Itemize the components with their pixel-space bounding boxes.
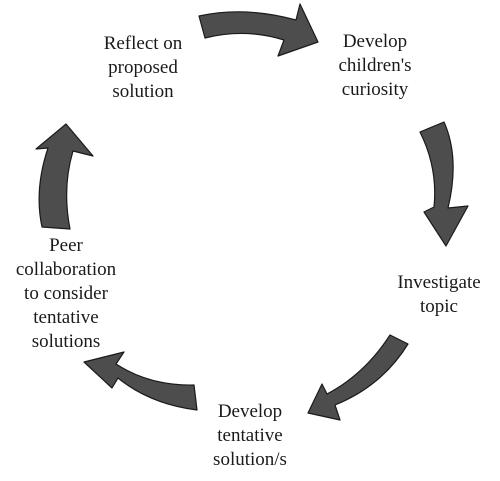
node-reflect-line-3: solution (112, 81, 174, 102)
node-investigate-line-1: Investigate (397, 272, 481, 293)
node-curiosity-line-1: Develop (342, 31, 408, 52)
node-investigate-label: Investigate topic (384, 271, 494, 319)
node-curiosity-label: Develop children's curiosity (315, 30, 435, 102)
node-tentative-label: Develop tentative solution/s (195, 400, 305, 472)
node-peer-line-5: solutions (31, 331, 101, 352)
arrow-peer-to-reflect (35, 123, 94, 230)
node-tentative-line-1: Develop (217, 401, 283, 422)
arrow-investigate-to-tentative (307, 334, 409, 421)
node-reflect-label: Reflect on proposed solution (78, 32, 208, 104)
node-peer-label: Peer collaboration to consider tentative… (2, 234, 130, 354)
node-peer-line-3: to consider (24, 283, 108, 304)
node-tentative-line-2: tentative (217, 425, 283, 446)
arrow-tentative-to-peer (83, 351, 198, 411)
node-curiosity-line-2: children's (338, 55, 412, 76)
node-peer-line-2: collaboration (15, 259, 117, 280)
node-reflect-line-1: Reflect on (103, 33, 183, 54)
arrow-reflect-to-curiosity (198, 3, 319, 57)
node-investigate-line-2: topic (420, 296, 458, 317)
arrow-curiosity-to-investigate (419, 121, 469, 247)
node-peer-line-4: tentative (33, 307, 99, 328)
node-tentative-line-3: solution/s (213, 449, 287, 470)
node-curiosity-line-3: curiosity (341, 79, 409, 100)
node-peer-line-1: Peer (49, 235, 83, 256)
node-reflect-line-2: proposed (108, 57, 178, 78)
